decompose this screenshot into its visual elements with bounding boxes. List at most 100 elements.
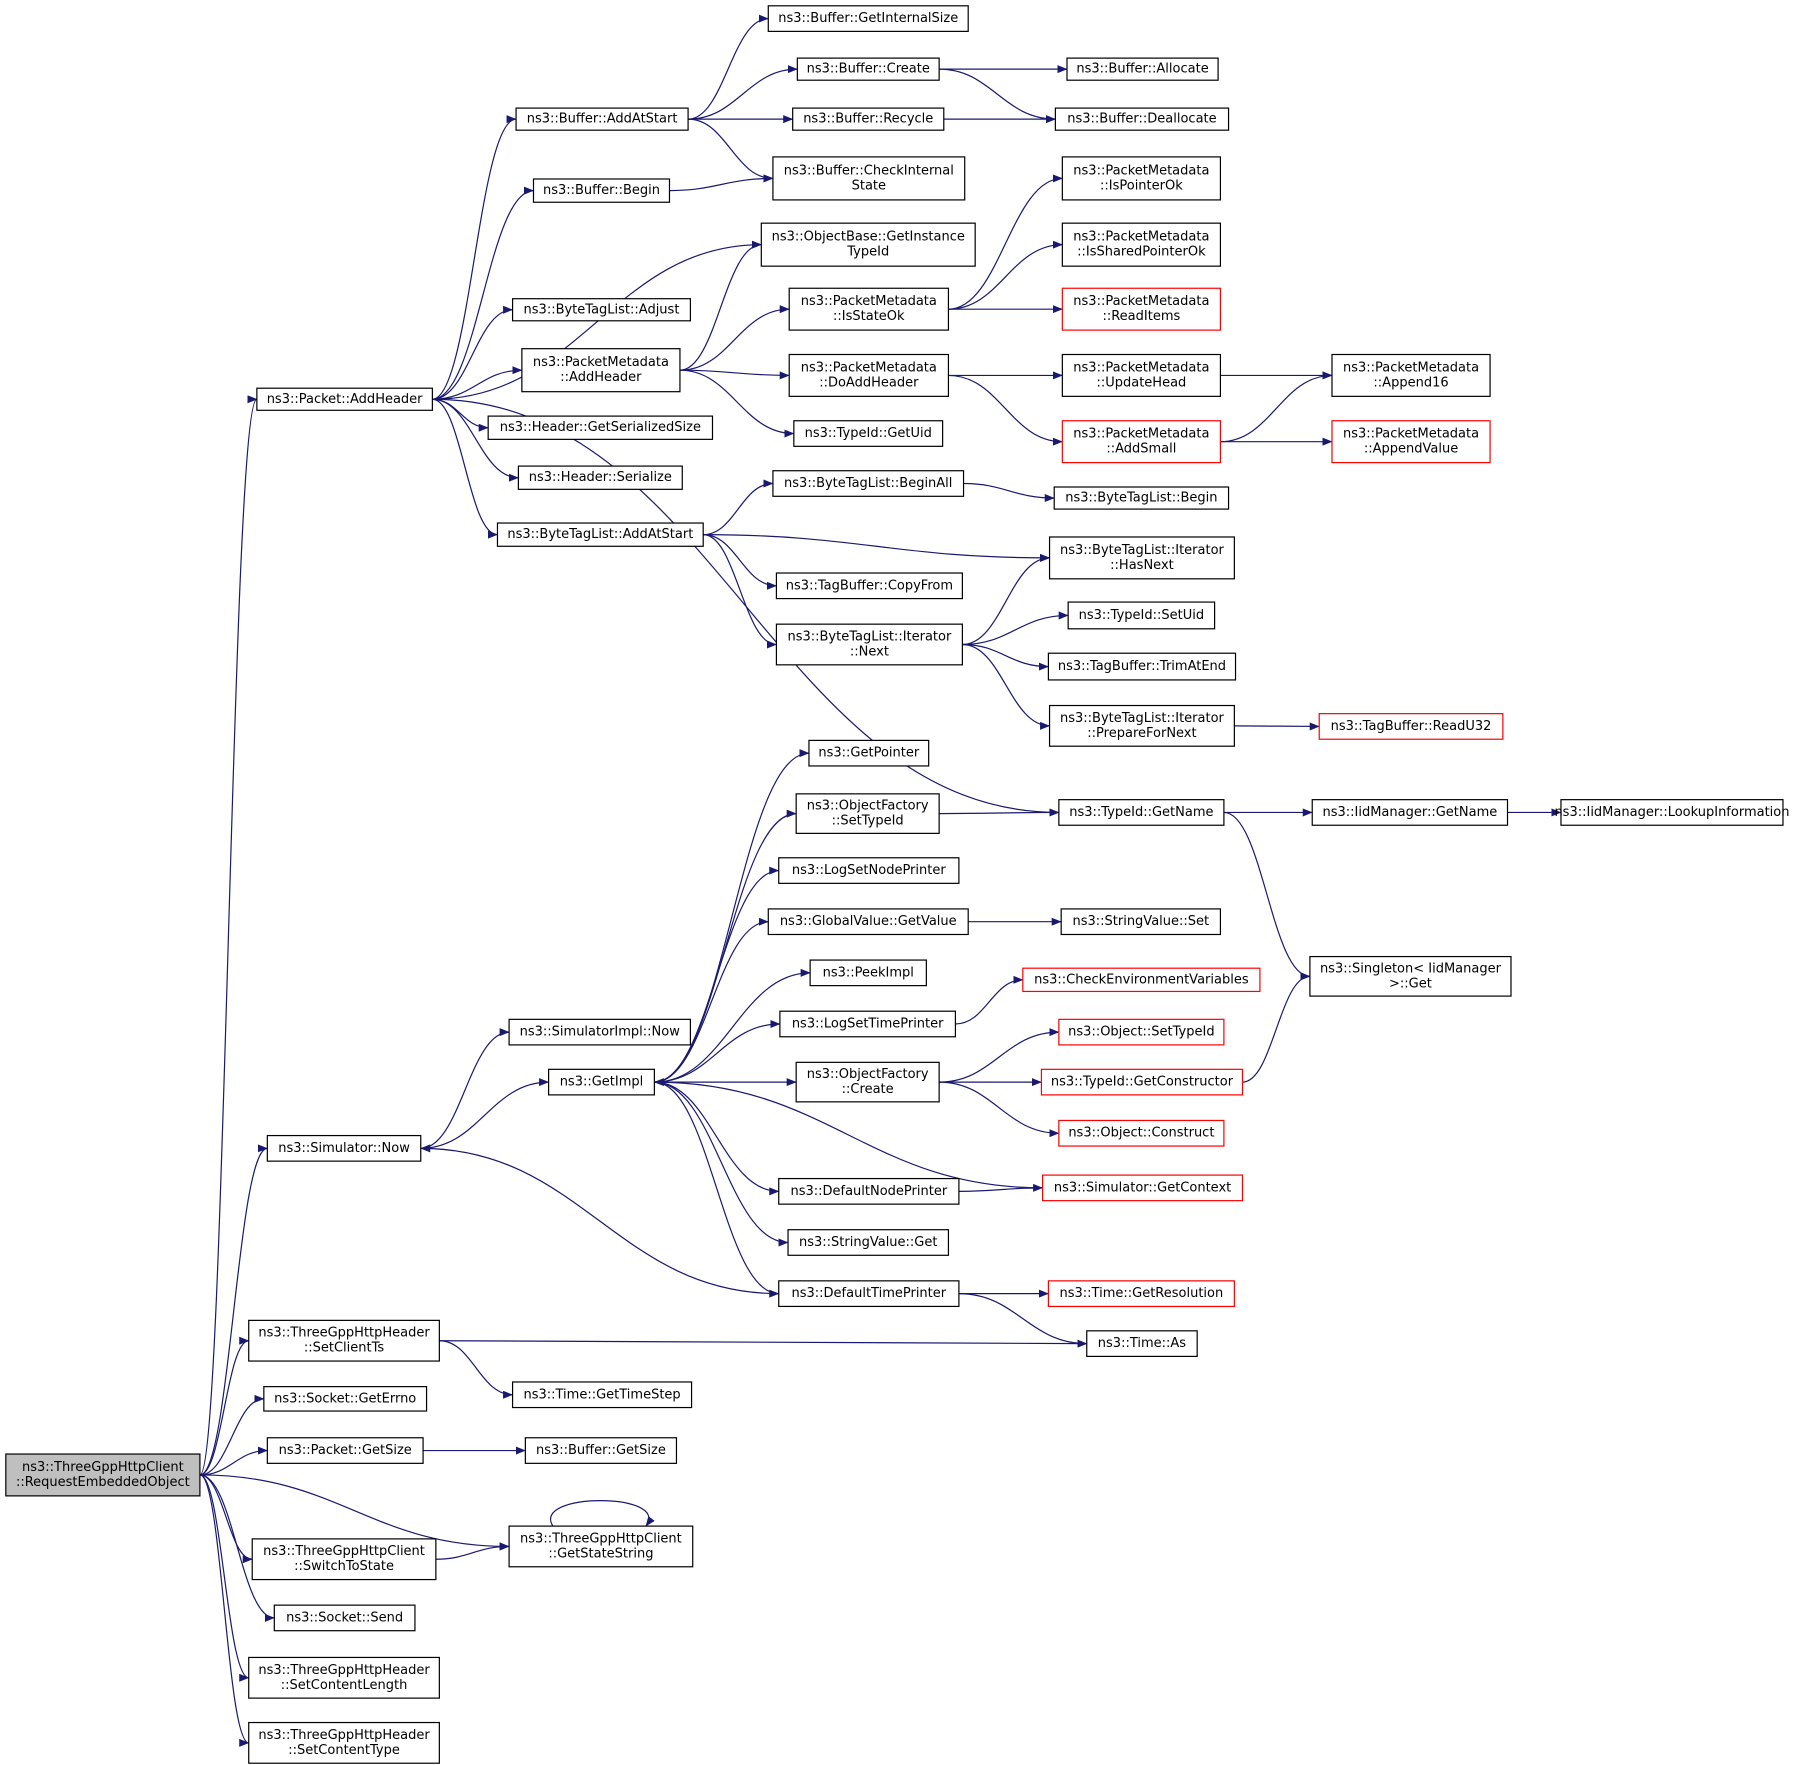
node-getImpl[interactable]: ns3::GetImpl xyxy=(548,1068,655,1096)
edge-defTimePrinter-to-simNow xyxy=(420,1144,779,1295)
node-getStateString[interactable]: ns3::ThreeGppHttpClient::GetStateString xyxy=(508,1525,694,1568)
node-getInternalSize[interactable]: ns3::Buffer::GetInternalSize xyxy=(767,5,969,32)
node-pmIsPointerOk[interactable]: ns3::PacketMetadata::IsPointerOk xyxy=(1061,156,1222,201)
node-pmAppend16[interactable]: ns3::PacketMetadata::Append16 xyxy=(1331,353,1491,397)
node-objConstruct[interactable]: ns3::Object::Construct xyxy=(1058,1119,1225,1147)
node-singletonGet[interactable]: ns3::Singleton< IidManager>::Get xyxy=(1309,955,1512,997)
node-hdrSetClientTs[interactable]: ns3::ThreeGppHttpHeader::SetClientTs xyxy=(248,1319,440,1362)
node-defTimePrinter[interactable]: ns3::DefaultTimePrinter xyxy=(778,1280,960,1308)
node-btlBegin[interactable]: ns3::ByteTagList::Begin xyxy=(1053,486,1230,510)
node-label-line: ns3::Buffer::Begin xyxy=(543,183,660,198)
node-svSet[interactable]: ns3::StringValue::Set xyxy=(1060,908,1222,936)
node-peekImpl[interactable]: ns3::PeekImpl xyxy=(809,959,927,987)
node-timeGetRes[interactable]: ns3::Time::GetResolution xyxy=(1047,1280,1235,1308)
node-tbReadU32[interactable]: ns3::TagBuffer::ReadU32 xyxy=(1318,713,1504,740)
node-label-line: ns3::GlobalValue::GetValue xyxy=(780,914,957,929)
node-switchToState[interactable]: ns3::ThreeGppHttpClient::SwitchToState xyxy=(251,1538,437,1581)
node-sockSend[interactable]: ns3::Socket::Send xyxy=(273,1604,416,1632)
node-timeGetTimeStep[interactable]: ns3::Time::GetTimeStep xyxy=(511,1381,693,1409)
node-label-line: ns3::GetPointer xyxy=(818,746,919,761)
edge-pmAddSmall-to-pmAppend16 xyxy=(1220,371,1333,443)
edge-typeIdGetName-to-singletonGet xyxy=(1223,811,1311,981)
node-box xyxy=(1041,1174,1244,1202)
node-box xyxy=(1067,601,1216,630)
node-addHeader[interactable]: ns3::Packet::AddHeader xyxy=(256,387,433,411)
node-btlBeginAll[interactable]: ns3::ByteTagList::BeginAll xyxy=(772,470,965,497)
node-pmAddSmall[interactable]: ns3::PacketMetadata::AddSmall xyxy=(1061,420,1222,464)
node-simGetContext[interactable]: ns3::Simulator::GetContext xyxy=(1041,1174,1244,1202)
node-simNow[interactable]: ns3::Simulator::Now xyxy=(266,1134,422,1162)
node-btlItHasNext[interactable]: ns3::ByteTagList::Iterator::HasNext xyxy=(1048,536,1235,580)
node-label-line: ns3::Time::GetTimeStep xyxy=(523,1387,680,1402)
node-box xyxy=(788,353,950,397)
node-hdrSetContentLength[interactable]: ns3::ThreeGppHttpHeader::SetContentLengt… xyxy=(248,1656,440,1699)
node-pktGetSize[interactable]: ns3::Packet::GetSize xyxy=(266,1437,424,1464)
node-tbTrimAtEnd[interactable]: ns3::TagBuffer::TrimAtEnd xyxy=(1047,652,1237,681)
node-hdrSerialize[interactable]: ns3::Header::Serialize xyxy=(517,465,683,490)
node-bufAllocate[interactable]: ns3::Buffer::Allocate xyxy=(1066,57,1219,81)
node-iidLookup[interactable]: ns3::IidManager::LookupInformation xyxy=(1554,799,1790,826)
node-gvGetValue[interactable]: ns3::GlobalValue::GetValue xyxy=(767,908,969,936)
node-bufAddAtStart[interactable]: ns3::Buffer::AddAtStart xyxy=(515,107,689,131)
node-pmAppendValue[interactable]: ns3::PacketMetadata::AppendValue xyxy=(1331,420,1491,464)
node-timeAs[interactable]: ns3::Time::As xyxy=(1086,1330,1198,1358)
node-box xyxy=(788,287,950,331)
node-box xyxy=(1022,967,1261,993)
node-btlItPrepare[interactable]: ns3::ByteTagList::Iterator::PrepareForNe… xyxy=(1048,704,1235,747)
node-box xyxy=(1311,799,1509,826)
node-bufRecycle[interactable]: ns3::Buffer::Recycle xyxy=(792,107,945,131)
node-typeIdGetCtor[interactable]: ns3::TypeId::GetConstructor xyxy=(1040,1068,1244,1096)
node-label-line: ns3::ObjectBase::GetInstance xyxy=(772,230,965,245)
node-box xyxy=(256,387,433,411)
node-label-line: ::GetStateString xyxy=(548,1546,653,1561)
node-label-line: ns3::ThreeGppHttpClient xyxy=(22,1460,184,1475)
node-bufCreate[interactable]: ns3::Buffer::Create xyxy=(796,57,940,81)
node-simImplNow[interactable]: ns3::SimulatorImpl::Now xyxy=(508,1018,692,1046)
node-iidGetName[interactable]: ns3::IidManager::GetName xyxy=(1311,799,1509,826)
node-hdrSetContentType[interactable]: ns3::ThreeGppHttpHeader::SetContentType xyxy=(248,1721,440,1764)
node-btlAdjust[interactable]: ns3::ByteTagList::Adjust xyxy=(511,298,692,322)
node-getPointer[interactable]: ns3::GetPointer xyxy=(808,739,930,767)
node-box xyxy=(1318,713,1504,740)
node-pmUpdateHead[interactable]: ns3::PacketMetadata::UpdateHead xyxy=(1061,353,1222,397)
edge-hdrSetClientTs-to-timeGetTimeStep xyxy=(439,1340,514,1399)
node-label-line: ns3::ByteTagList::Iterator xyxy=(787,629,952,644)
node-checkEnv[interactable]: ns3::CheckEnvironmentVariables xyxy=(1022,967,1261,993)
edge-defTimePrinter-to-timeAs xyxy=(958,1293,1088,1348)
node-pmReadItems[interactable]: ns3::PacketMetadata::ReadItems xyxy=(1061,287,1222,331)
node-btlItNext[interactable]: ns3::ByteTagList::Iterator::Next xyxy=(775,623,963,666)
node-bufGetSize[interactable]: ns3::Buffer::GetSize xyxy=(524,1437,678,1464)
node-bufDeallocate[interactable]: ns3::Buffer::Deallocate xyxy=(1054,107,1230,131)
node-tbCopyFrom[interactable]: ns3::TagBuffer::CopyFrom xyxy=(775,572,963,600)
node-logSetTimePrinter[interactable]: ns3::LogSetTimePrinter xyxy=(779,1010,957,1038)
node-label-line: ns3::StringValue::Set xyxy=(1072,914,1209,929)
node-label-line: ns3::TypeId::GetUid xyxy=(805,426,932,441)
node-typeIdGetUid[interactable]: ns3::TypeId::GetUid xyxy=(793,420,944,447)
node-root[interactable]: ns3::ThreeGppHttpClient::RequestEmbedded… xyxy=(5,1453,201,1497)
node-typeIdSetUid[interactable]: ns3::TypeId::SetUid xyxy=(1067,601,1216,630)
node-defNodePrinter[interactable]: ns3::DefaultNodePrinter xyxy=(778,1177,960,1205)
node-ofSetTypeId[interactable]: ns3::ObjectFactory::SetTypeId xyxy=(795,793,940,834)
node-objSetTypeId[interactable]: ns3::Object::SetTypeId xyxy=(1058,1018,1225,1046)
node-ofCreate[interactable]: ns3::ObjectFactory::Create xyxy=(795,1061,940,1103)
node-label-line: ns3::ByteTagList::Adjust xyxy=(524,302,680,317)
node-pmIsSharedPtrOk[interactable]: ns3::PacketMetadata::IsSharedPointerOk xyxy=(1061,222,1222,267)
node-pmAddHeader[interactable]: ns3::PacketMetadata::AddHeader xyxy=(521,348,681,393)
node-box xyxy=(1058,1018,1225,1046)
node-label-line: ns3::Buffer::Allocate xyxy=(1076,62,1208,77)
node-svGet[interactable]: ns3::StringValue::Get xyxy=(787,1229,950,1256)
node-btlAddAtStart[interactable]: ns3::ByteTagList::AddAtStart xyxy=(496,522,704,547)
node-hdrGetSerSize[interactable]: ns3::Header::GetSerializedSize xyxy=(487,415,714,440)
edge-root-to-hdrSetContentType xyxy=(199,1474,250,1747)
node-bufBegin[interactable]: ns3::Buffer::Begin xyxy=(532,178,671,203)
node-label-line: ::SetContentType xyxy=(288,1743,400,1758)
node-pmDoAddHeader[interactable]: ns3::PacketMetadata::DoAddHeader xyxy=(788,353,950,397)
node-pmIsStateOk[interactable]: ns3::PacketMetadata::IsStateOk xyxy=(788,287,950,331)
node-logSetNodePrinter[interactable]: ns3::LogSetNodePrinter xyxy=(778,857,960,884)
node-label-line: ns3::Buffer::Recycle xyxy=(803,112,933,127)
node-sockGetErrno[interactable]: ns3::Socket::GetErrno xyxy=(263,1386,428,1412)
edge-root-to-hdrSetClientTs xyxy=(199,1336,250,1476)
node-typeIdGetName[interactable]: ns3::TypeId::GetName xyxy=(1058,799,1225,826)
